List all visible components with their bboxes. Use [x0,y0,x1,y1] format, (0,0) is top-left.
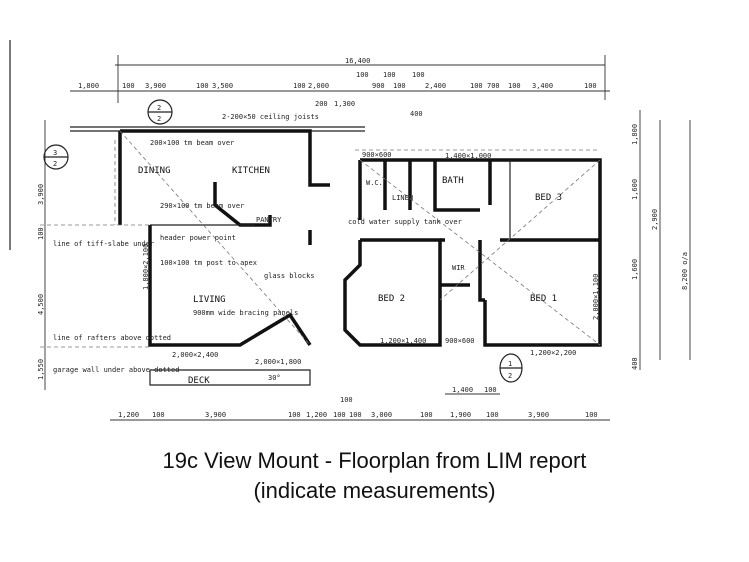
note-slab: line of tiff-slabe under [53,240,154,248]
dim-label: 700 [487,82,500,90]
dim-label: 1,400 [452,386,473,394]
section-marker-top: 2 2 [147,99,173,125]
note-bracing: 900mm wide bracing panels [193,309,298,317]
room-bed3: BED 3 [535,193,562,203]
dim-label: 3,900 [205,411,226,419]
dim-label: 3,900 [37,184,45,205]
dim-overall: 16,400 [345,57,370,65]
walls [40,126,602,386]
dim-label: 1,800 [78,82,99,90]
dim-label: 100 [393,82,406,90]
note-header: header power point [160,234,236,242]
room-pantry: PANTRY [256,216,282,224]
dim-label: 400 [631,357,639,370]
room-dining: DINING [138,166,171,176]
note-beam1: 200×100 tm beam over [150,139,234,147]
dim-label: 100 [420,411,433,419]
dim-label: 3,900 [145,82,166,90]
note-beam2: 290×100 tm beam over [160,202,244,210]
window-dim: 2,000×1,100 [592,274,600,320]
note-joists: 2-200×50 ceiling joists [222,113,319,121]
dim-label: 100 [412,71,425,79]
floorplan-drawing: 16,400 1,800 100 3,900 100 3,500 100 2,0… [9,40,691,421]
dim-label: 1,550 [37,359,45,380]
dim-label: 100 [383,71,396,79]
dim-label: 100 [470,82,483,90]
room-deck: DECK [188,376,210,386]
caption-title: 19c View Mount - Floorplan from LIM repo… [162,448,587,473]
window-dim: 1,400×1,000 [445,152,491,160]
dim-label: 1,600 [631,179,639,200]
window-dim: 2,000×1,800 [255,358,301,366]
dim-label: 100 [122,82,135,90]
dim-label: 3,500 [212,82,233,90]
note-tank: cold water supply tank over [348,218,462,226]
room-living: LIVING [193,295,226,305]
dim-label: 1,800 [631,124,639,145]
dim-label: 400 [410,110,423,118]
note-rafters: line of rafters above dotted [53,334,171,342]
dim-label: 2,900 [651,209,659,230]
left-dimensions: 3,900 100 4,500 1,550 [37,120,46,390]
dim-label: 3,400 [532,82,553,90]
note-post: 100×100 tm post to apex [160,259,257,267]
dim-label: 100 [484,386,497,394]
dim-label: 3,900 [528,411,549,419]
dim-label: 8,200 o/a [681,252,689,290]
window-dim: 1,200×1,400 [380,337,426,345]
section-label: 1 [508,360,512,368]
dim-label: 100 [356,71,369,79]
section-marker-left: 3 2 [43,144,69,170]
dim-label: 100 [293,82,306,90]
section-label: 2 [157,104,161,112]
dim-label: 100 [288,411,301,419]
room-wir: WIR [452,264,465,272]
room-bath: BATH [442,176,464,186]
section-label: 3 [53,149,57,157]
dim-label: 3,000 [371,411,392,419]
window-dim: 900×600 [445,337,475,345]
dim-label: 100 [37,227,45,240]
window-dim: 1,200×2,200 [530,349,576,357]
dim-label: 1,300 [334,100,355,108]
dim-label: 900 [372,82,385,90]
dim-label: 1,900 [450,411,471,419]
window-dim: 2,000×2,400 [172,351,218,359]
section-label: 2 [53,160,57,168]
note-pitch: 30° [268,374,281,382]
dim-label: 2,000 [308,82,329,90]
top-dimensions: 16,400 1,800 100 3,900 100 3,500 100 2,0… [70,55,610,118]
dim-label: 1,200 [306,411,327,419]
window-dim: 900×600 [362,151,392,159]
dim-label: 100 [585,411,598,419]
dim-label: 1,200 [118,411,139,419]
caption-subtitle: (indicate measurements) [253,478,496,503]
room-bed1: BED 1 [530,294,557,304]
section-label: 2 [157,115,161,123]
note-glass: glass blocks [264,272,315,280]
dim-label: 100 [584,82,597,90]
room-bed2: BED 2 [378,294,405,304]
dim-label: 100 [508,82,521,90]
bottom-dimensions: 1,200 100 3,900 100 1,200 100 100 3,000 … [110,386,610,421]
dim-label: 100 [349,411,362,419]
dim-label: 100 [152,411,165,419]
section-label: 2 [508,372,512,380]
right-dimensions: 1,800 1,600 2,900 1,600 400 8,200 o/a [631,110,691,370]
dim-label: 200 [315,100,328,108]
dim-label: 100 [333,411,346,419]
dim-label: 4,500 [37,294,45,315]
section-marker-bottom: 1 2 [499,353,523,383]
room-linen: LINEN [392,194,413,202]
window-dim: 1,800×2,100 [142,244,150,290]
room-kitchen: KITCHEN [232,166,270,176]
note-garage: garage wall under above dotted [53,366,179,374]
dim-label: 100 [486,411,499,419]
dim-label: 100 [196,82,209,90]
dim-label: 1,600 [631,259,639,280]
room-wc: W.C. [366,179,383,187]
dim-label: 2,400 [425,82,446,90]
dim-label: 100 [340,396,353,404]
